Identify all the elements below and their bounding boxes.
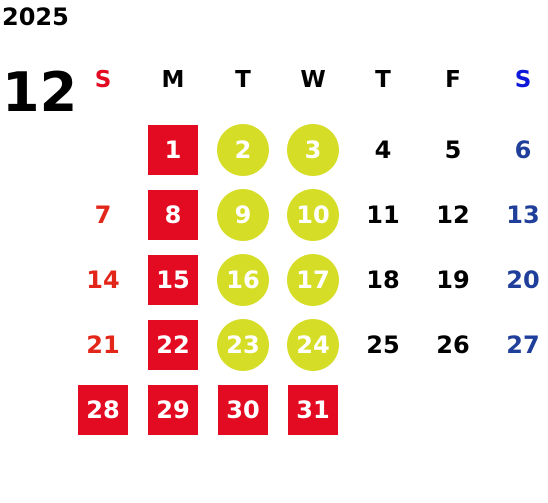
calendar-day: 8 — [138, 183, 208, 247]
green-circle-marker: 23 — [217, 319, 269, 371]
red-square-marker: 8 — [148, 190, 198, 240]
green-circle-marker: 3 — [287, 124, 339, 176]
calendar-day: 6 — [488, 118, 548, 182]
day-number: 2 — [234, 136, 252, 164]
day-number: 22 — [156, 331, 190, 359]
calendar-day: 19 — [418, 248, 488, 312]
calendar-day: 9 — [208, 183, 278, 247]
day-number: 21 — [86, 331, 120, 359]
calendar-day: 3 — [278, 118, 348, 182]
day-number: 24 — [296, 331, 330, 359]
calendar-day: 27 — [488, 313, 548, 377]
calendar-day: 31 — [278, 378, 348, 442]
calendar-day: 25 — [348, 313, 418, 377]
day-number: 15 — [156, 266, 190, 294]
weekday-label: F — [445, 66, 461, 93]
day-number: 31 — [296, 396, 330, 424]
weekday-label: S — [514, 66, 532, 93]
weekday-header-tue: T — [208, 48, 278, 112]
weekday-label: M — [161, 66, 185, 93]
calendar-day: 29 — [138, 378, 208, 442]
day-number: 17 — [296, 266, 330, 294]
day-number: 9 — [234, 201, 252, 229]
day-number: 30 — [226, 396, 260, 424]
calendar-day: 22 — [138, 313, 208, 377]
calendar-day: 30 — [208, 378, 278, 442]
day-number: 20 — [506, 266, 540, 294]
day-number: 8 — [164, 201, 182, 229]
weekday-header-wed: W — [278, 48, 348, 112]
day-number: 26 — [436, 331, 470, 359]
calendar-day: 26 — [418, 313, 488, 377]
green-circle-marker: 17 — [287, 254, 339, 306]
calendar-day: 18 — [348, 248, 418, 312]
calendar-day: 17 — [278, 248, 348, 312]
red-square-marker: 30 — [218, 385, 268, 435]
calendar-day: 16 — [208, 248, 278, 312]
green-circle-marker: 10 — [287, 189, 339, 241]
day-number: 12 — [436, 201, 470, 229]
red-square-marker: 22 — [148, 320, 198, 370]
day-number: 6 — [514, 136, 532, 164]
calendar-day: 23 — [208, 313, 278, 377]
green-circle-marker: 24 — [287, 319, 339, 371]
calendar-year: 2025 — [2, 3, 69, 31]
weekday-label: T — [235, 66, 251, 93]
day-number: 14 — [86, 266, 120, 294]
calendar-day: 7 — [68, 183, 138, 247]
red-square-marker: 28 — [78, 385, 128, 435]
green-circle-marker: 2 — [217, 124, 269, 176]
calendar-day: 12 — [418, 183, 488, 247]
red-square-marker: 1 — [148, 125, 198, 175]
weekday-header-mon: M — [138, 48, 208, 112]
calendar-day: 24 — [278, 313, 348, 377]
calendar-day: 20 — [488, 248, 548, 312]
red-square-marker: 29 — [148, 385, 198, 435]
day-number: 10 — [296, 201, 330, 229]
calendar-day: 13 — [488, 183, 548, 247]
weekday-header-sun: S — [68, 48, 138, 112]
day-number: 28 — [86, 396, 120, 424]
weekday-header-sat: S — [488, 48, 548, 112]
calendar-day: 11 — [348, 183, 418, 247]
weekday-label: S — [94, 66, 112, 93]
day-number: 16 — [226, 266, 260, 294]
weekday-header-fri: F — [418, 48, 488, 112]
green-circle-marker: 16 — [217, 254, 269, 306]
red-square-marker: 31 — [288, 385, 338, 435]
day-number: 25 — [366, 331, 400, 359]
calendar-day: 21 — [68, 313, 138, 377]
day-number: 13 — [506, 201, 540, 229]
day-number: 7 — [94, 201, 112, 229]
calendar-day: 28 — [68, 378, 138, 442]
calendar-month: 12 — [2, 61, 78, 124]
calendar-day: 14 — [68, 248, 138, 312]
day-number: 19 — [436, 266, 470, 294]
calendar-day: 2 — [208, 118, 278, 182]
calendar-day: 5 — [418, 118, 488, 182]
day-number: 18 — [366, 266, 400, 294]
calendar-day: 1 — [138, 118, 208, 182]
day-number: 27 — [506, 331, 540, 359]
day-number: 4 — [374, 136, 392, 164]
day-number: 11 — [366, 201, 400, 229]
day-number: 3 — [304, 136, 322, 164]
weekday-label: T — [375, 66, 391, 93]
weekday-header-thu: T — [348, 48, 418, 112]
red-square-marker: 15 — [148, 255, 198, 305]
day-number: 5 — [444, 136, 462, 164]
weekday-label: W — [300, 66, 326, 93]
calendar-day: 10 — [278, 183, 348, 247]
day-number: 23 — [226, 331, 260, 359]
green-circle-marker: 9 — [217, 189, 269, 241]
day-number: 1 — [164, 136, 182, 164]
day-number: 29 — [156, 396, 190, 424]
calendar-day: 4 — [348, 118, 418, 182]
calendar-day: 15 — [138, 248, 208, 312]
